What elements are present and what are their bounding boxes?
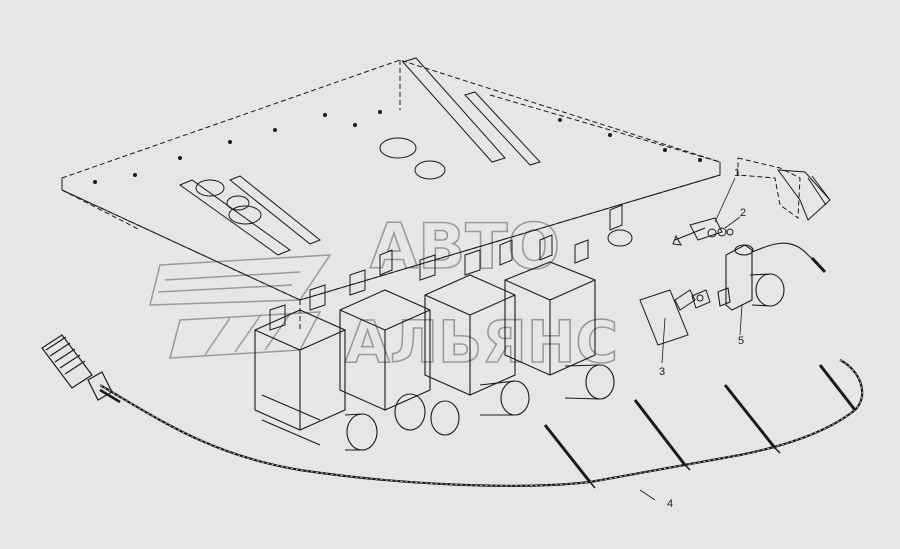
cylinders	[261, 364, 615, 451]
frame-bolt-holes	[93, 110, 702, 184]
callout-4: 4	[667, 498, 673, 510]
sensor-housings	[254, 261, 596, 431]
callout-5: 5	[738, 335, 744, 347]
mounting-frame	[61, 59, 721, 330]
part-1-bolt	[672, 217, 723, 246]
part-5-sensor	[717, 242, 827, 311]
watermark-emblem	[149, 254, 332, 359]
top-rails	[178, 57, 541, 256]
part-3-plate	[639, 289, 711, 346]
callout-3: 3	[659, 366, 665, 378]
frame-holes	[195, 137, 633, 247]
frame-solid-edges	[61, 162, 721, 301]
callout-1: 1	[734, 167, 740, 179]
side-bracket	[737, 157, 831, 221]
part-4-cable-harness	[99, 359, 864, 489]
harness-connector	[41, 334, 121, 404]
mounting-tabs	[269, 204, 623, 331]
watermark-logo: АВТО АЛЬЯНС	[149, 209, 619, 377]
callout-leaders	[639, 177, 743, 501]
callout-2: 2	[740, 207, 746, 219]
part-2-nuts	[707, 227, 734, 238]
